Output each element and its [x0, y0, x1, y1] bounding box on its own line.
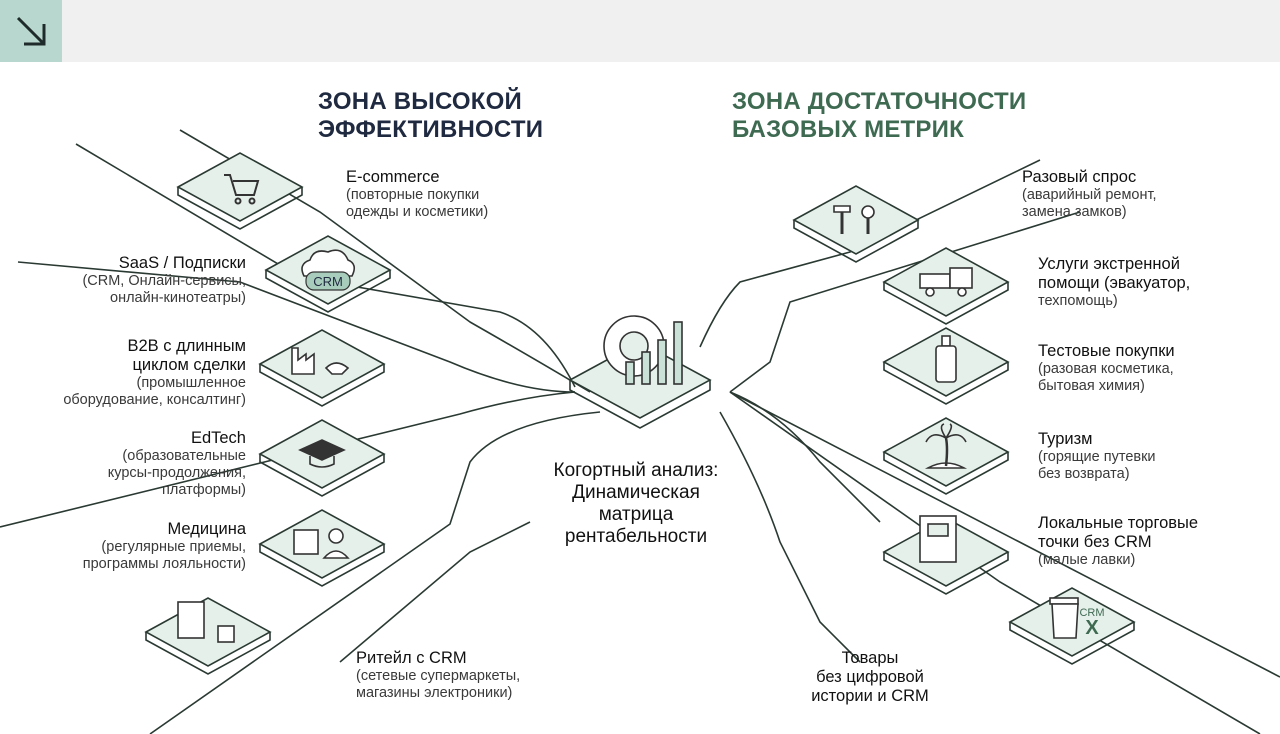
label-tourism: Туризм (горящие путевки без возврата) — [1038, 430, 1156, 482]
label-edtech: EdTech (образовательные курсы-продолжени… — [107, 429, 246, 498]
tile-goods-no-crm: CRM X — [1008, 587, 1136, 665]
tile-medicine — [258, 509, 386, 587]
tow-truck-icon — [919, 267, 973, 297]
label-test-purchases: Тестовые покупки (разовая косметика, быт… — [1038, 342, 1175, 394]
shopping-cart-icon — [224, 174, 260, 205]
bottle-icon — [935, 335, 957, 383]
svg-text:CRM: CRM — [313, 274, 343, 289]
tile-ecommerce — [176, 152, 304, 230]
factory-handshake-icon — [291, 347, 350, 375]
zone-title-right: ЗОНА ДОСТАТОЧНОСТИ БАЗОВЫХ МЕТРИК — [732, 88, 1027, 143]
connector-line — [75, 143, 576, 388]
kiosk-icon — [919, 515, 957, 563]
top-bar — [0, 0, 1280, 62]
logo[interactable] — [0, 0, 62, 62]
svg-text:CRM: CRM — [1079, 607, 1104, 619]
label-goods-no-crm: Товары без цифровой истории и CRM — [811, 649, 929, 705]
connector-line — [719, 411, 861, 663]
tile-one-time-demand — [792, 185, 920, 263]
graduation-cap-icon — [298, 439, 346, 468]
tile-tourism — [882, 417, 1010, 495]
zone-title-left: ЗОНА ВЫСОКОЙ ЭФФЕКТИВНОСТИ — [318, 88, 544, 143]
center-label: Когортный анализ: Динамическая матрица р… — [553, 460, 719, 547]
label-b2b: B2B с длинным циклом сделки (промышленно… — [63, 337, 246, 408]
label-local-shops: Локальные торговые точки без CRM (малые … — [1038, 514, 1199, 568]
tile-test-purchases — [882, 327, 1010, 405]
label-emergency: Услуги экстренной помощи (эвакуатор, тех… — [1038, 255, 1191, 309]
trash-crm-icon: CRM X — [1049, 597, 1105, 639]
label-ecommerce: E-commerce (повторные покупки одежды и к… — [346, 168, 489, 220]
label-medicine: Медицина (регулярные приемы, программы л… — [82, 520, 246, 572]
connector-line — [729, 391, 1261, 734]
label-one-time-demand: Разовый спрос (аварийный ремонт, замена … — [1022, 168, 1157, 220]
connector-line — [17, 261, 576, 393]
connector-line — [0, 391, 576, 528]
tile-emergency — [882, 247, 1010, 325]
tile-edtech — [258, 419, 386, 497]
hammer-key-icon — [833, 205, 875, 234]
svg-text:X: X — [1085, 617, 1099, 639]
calendar-doctor-icon — [293, 528, 350, 559]
label-saas: SaaS / Подписки (CRM, Онлайн-сервисы, он… — [82, 254, 246, 306]
crm-cloud-icon: CRM — [301, 249, 356, 291]
diagram-graphics: CRM — [0, 129, 1280, 734]
connector-line — [339, 521, 531, 663]
arrow-down-right-icon — [16, 16, 46, 46]
connector-line — [729, 391, 1280, 678]
gear-chart-icon — [603, 315, 683, 385]
store-qr-icon — [177, 601, 235, 643]
connector-line — [149, 411, 601, 734]
tile-b2b — [258, 329, 386, 407]
connector-line — [729, 391, 881, 523]
connector-line — [699, 159, 1041, 348]
diagram-canvas: CRM — [0, 62, 1280, 734]
tile-retail — [144, 597, 272, 675]
label-retail: Ритейл с CRM (сетевые супермаркеты, мага… — [356, 649, 521, 701]
palm-island-icon — [924, 423, 968, 469]
tile-saas: CRM — [264, 235, 392, 313]
tile-center — [568, 315, 712, 429]
tile-local-shops — [882, 515, 1010, 595]
